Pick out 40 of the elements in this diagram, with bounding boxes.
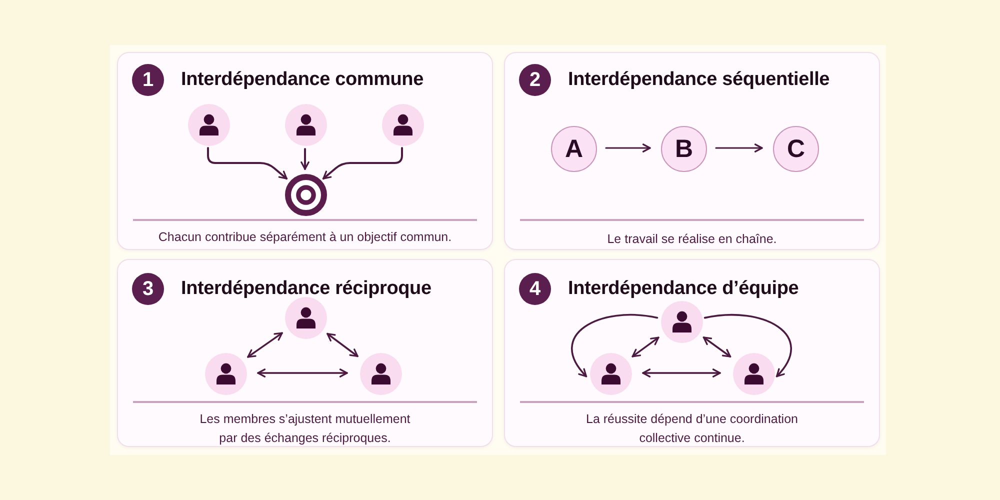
- step-node: B: [661, 126, 707, 172]
- curved-arrow: [704, 314, 792, 378]
- double-arrow: [247, 332, 283, 358]
- double-arrow: [257, 368, 348, 378]
- step-node: A: [551, 126, 597, 172]
- person-icon: [590, 353, 632, 395]
- card-caption: Le travail se réalise en chaîne.: [607, 231, 777, 248]
- arrow: [300, 148, 310, 170]
- double-arrow: [642, 368, 721, 378]
- number-badge: 1: [132, 64, 164, 96]
- card-caption: Les membres s’ajustent mutuellement par des échanges réciproques.: [198, 411, 412, 447]
- arrow: [715, 144, 763, 152]
- card-caption: La réussite dépend d’une coordination collective continue.: [585, 411, 799, 447]
- card-caption: Chacun contribue séparément à un objectif commun.: [158, 229, 452, 246]
- number-badge: 2: [519, 64, 551, 96]
- card-title: Interdépendance réciproque: [181, 277, 432, 301]
- person-icon: [285, 297, 327, 339]
- person-icon: [205, 353, 247, 395]
- info-card: [504, 259, 880, 447]
- number-badge: 4: [519, 273, 551, 305]
- target-icon: [285, 174, 327, 216]
- step-node: C: [773, 126, 819, 172]
- card-title: Interdépendance commune: [181, 68, 424, 92]
- double-arrow: [632, 336, 660, 358]
- person-icon: [661, 301, 703, 343]
- curved-arrow: [570, 314, 658, 378]
- card-title: Interdépendance séquentielle: [568, 68, 830, 92]
- arrow: [605, 144, 651, 152]
- number-badge: 3: [132, 273, 164, 305]
- double-arrow: [702, 336, 732, 358]
- info-card: [117, 259, 493, 447]
- person-icon: [382, 104, 424, 146]
- card-title: Interdépendance d’équipe: [568, 277, 799, 301]
- person-icon: [188, 104, 230, 146]
- double-arrow: [326, 332, 358, 358]
- person-icon: [733, 353, 775, 395]
- person-icon: [360, 353, 402, 395]
- info-card: [504, 52, 880, 250]
- info-card: [117, 52, 493, 250]
- person-icon: [285, 104, 327, 146]
